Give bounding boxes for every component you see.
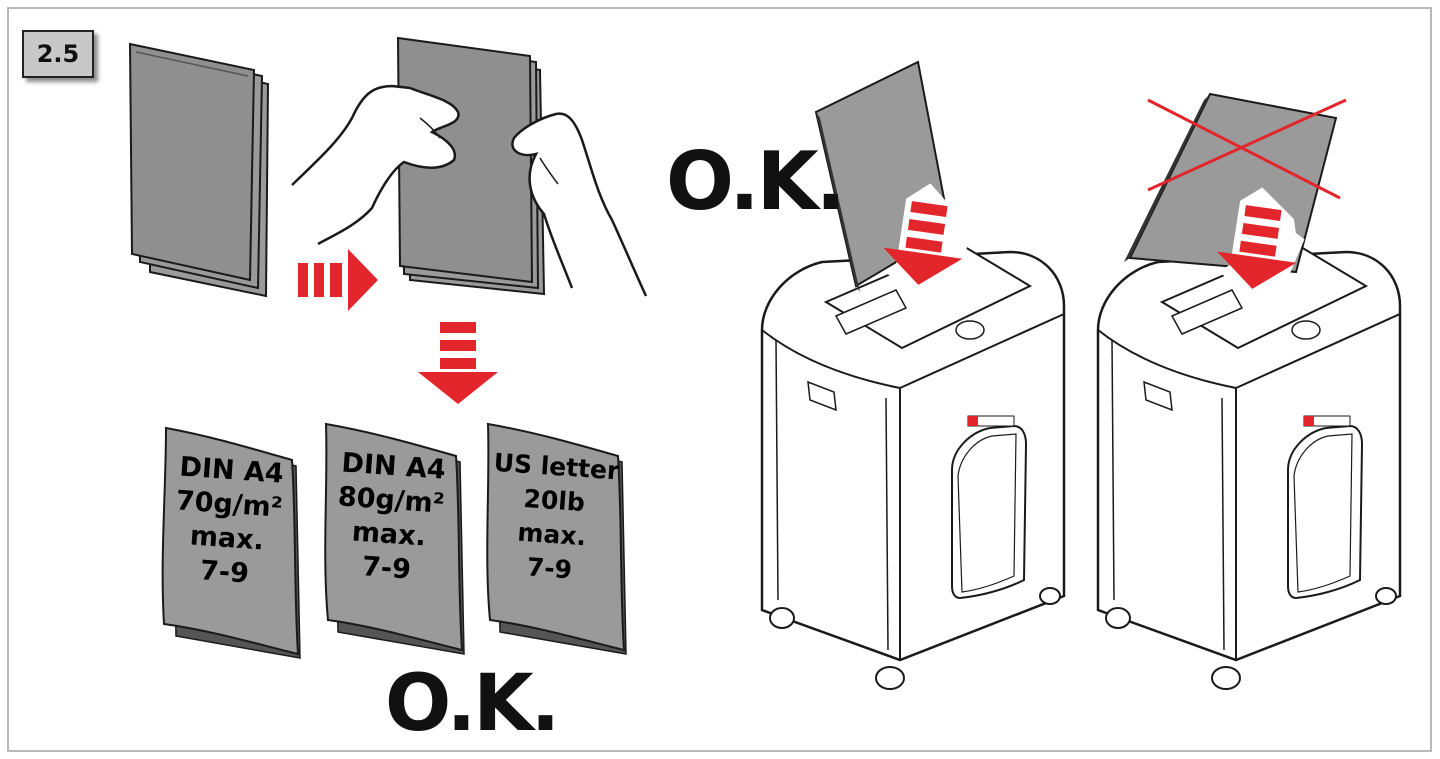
ok-label-stacks: O.K. bbox=[385, 659, 560, 749]
shredder-not-ok bbox=[1096, 92, 1402, 690]
paper-stack-din-a4-70 bbox=[161, 426, 301, 659]
ok-label-shredder: O.K. bbox=[666, 135, 846, 228]
paper-stack-us-letter bbox=[486, 422, 627, 655]
cross-icon bbox=[1147, 98, 1347, 200]
shredder-ok bbox=[760, 60, 1066, 690]
down-arrow-icon bbox=[418, 322, 498, 404]
paper-stack-din-a4-80 bbox=[324, 422, 465, 655]
stack-label-us-letter: US letter 20lb max. 7-9 bbox=[483, 446, 622, 591]
stack-label-din-a4-70: DIN A4 70g/m² max. 7-9 bbox=[158, 450, 297, 595]
right-arrow-icon bbox=[298, 249, 378, 311]
hand-icon bbox=[511, 112, 648, 297]
insert-arrow-icon bbox=[1212, 187, 1305, 309]
insert-arrow-icon bbox=[878, 183, 971, 309]
stack-label-din-a4-80: DIN A4 80g/m² max. 7-9 bbox=[320, 446, 459, 591]
hand-icon bbox=[291, 84, 460, 246]
step-number-badge: 2.5 bbox=[22, 30, 94, 78]
loose-paper-stack bbox=[128, 42, 270, 298]
